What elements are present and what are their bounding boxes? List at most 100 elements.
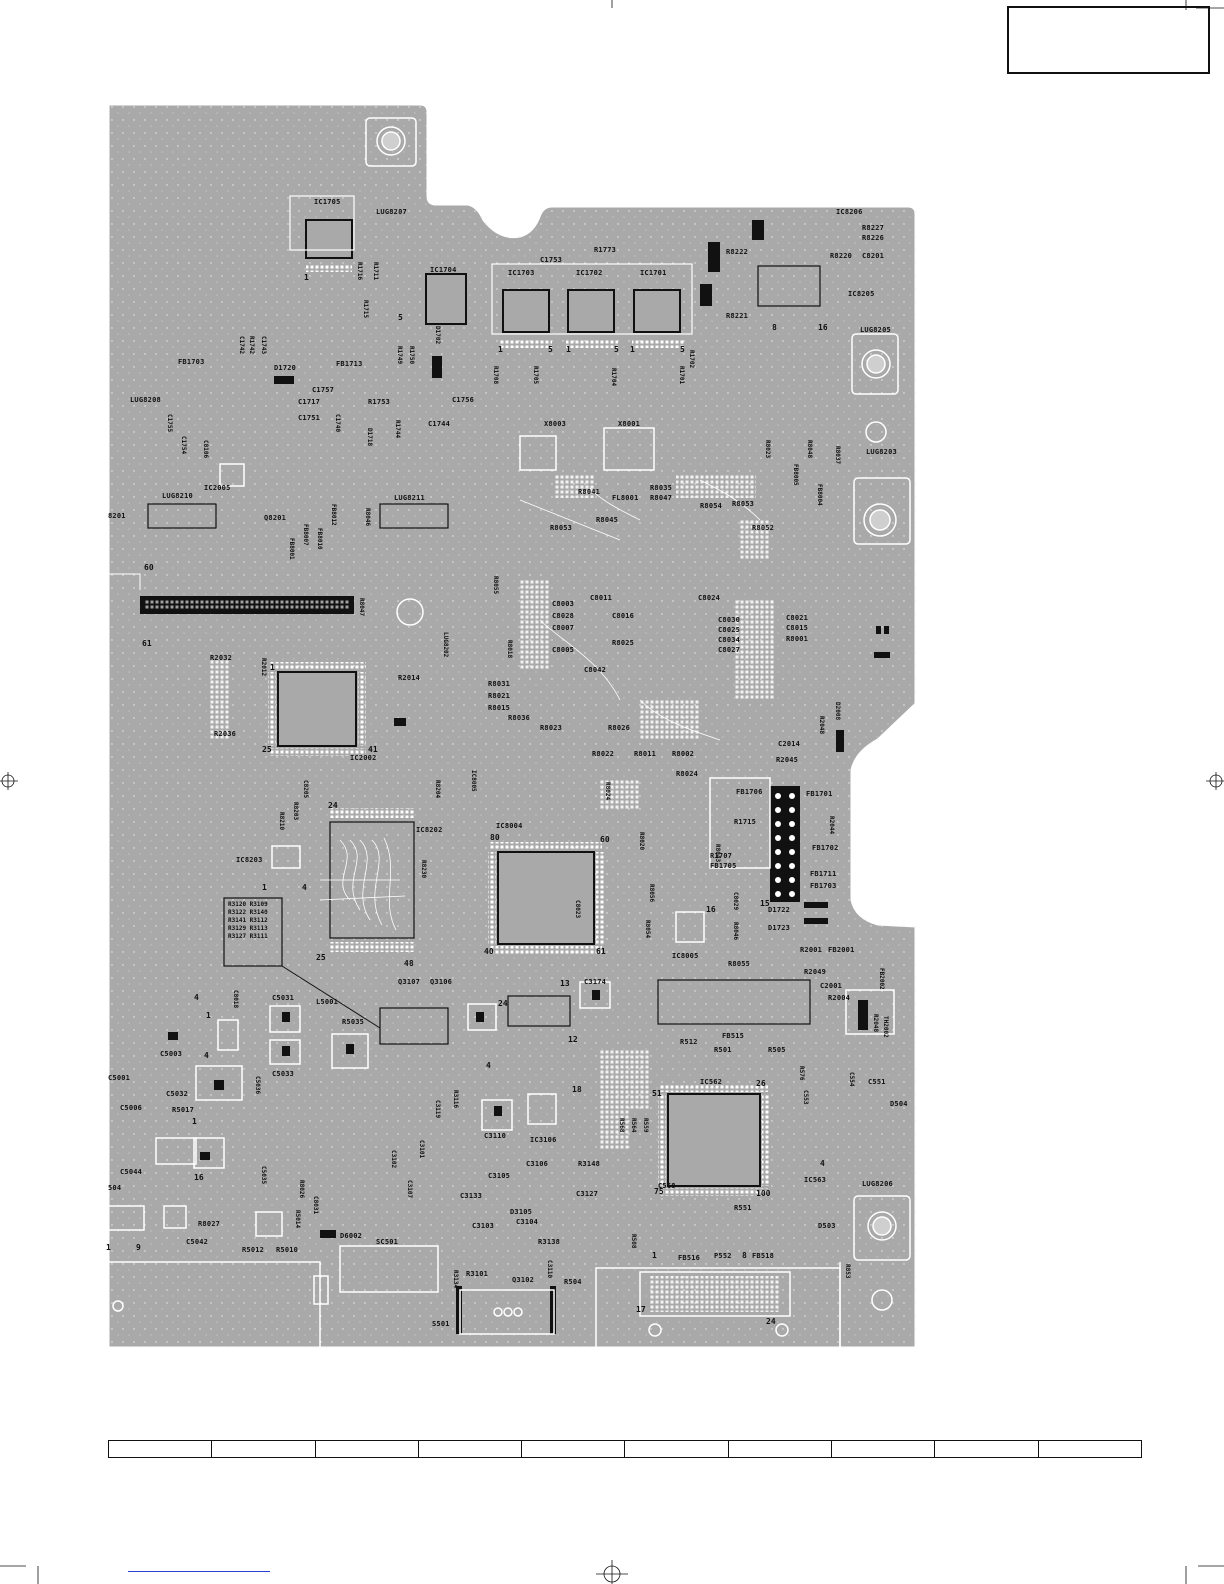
svg-text:1: 1	[270, 663, 275, 672]
svg-text:C8031: C8031	[312, 1196, 319, 1214]
svg-text:25: 25	[316, 953, 326, 962]
svg-text:R8041: R8041	[578, 488, 600, 496]
svg-text:100: 100	[756, 1189, 771, 1198]
label-ic8005: IC8005	[672, 952, 699, 960]
svg-text:Q3107: Q3107	[398, 978, 420, 986]
svg-text:R1753: R1753	[368, 398, 390, 406]
svg-text:C8011: C8011	[590, 594, 612, 602]
svg-text:R1744: R1744	[394, 420, 401, 438]
svg-text:C1751: C1751	[298, 414, 320, 422]
grid-cell	[935, 1441, 1039, 1457]
label-ic8203: IC8203	[236, 856, 263, 864]
svg-text:P552: P552	[714, 1252, 732, 1260]
svg-text:FL8001: FL8001	[612, 494, 639, 502]
svg-text:R8022: R8022	[592, 750, 614, 758]
svg-text:R2045: R2045	[776, 756, 798, 764]
svg-text:C3119: C3119	[434, 1100, 441, 1118]
svg-text:IC3106: IC3106	[530, 1136, 557, 1144]
svg-text:16: 16	[706, 905, 716, 914]
svg-text:R5017: R5017	[172, 1106, 194, 1114]
svg-text:FB2002: FB2002	[878, 968, 885, 990]
svg-text:FB515: FB515	[722, 1032, 744, 1040]
svg-text:R1707: R1707	[710, 852, 732, 860]
connector-box	[657, 979, 811, 1025]
svg-text:R3138: R3138	[538, 1238, 560, 1246]
svg-text:C551: C551	[868, 1078, 886, 1086]
svg-text:R2032: R2032	[210, 654, 232, 662]
svg-text:1: 1	[106, 1243, 111, 1252]
label-ic1703: IC1703	[508, 269, 535, 277]
label-ic2002: IC2002	[350, 754, 377, 762]
svg-text:C8030: C8030	[718, 616, 740, 624]
svg-text:R3101: R3101	[466, 1270, 488, 1278]
svg-text:41: 41	[368, 745, 378, 754]
label-ic1701: IC1701	[640, 269, 667, 277]
svg-text:5: 5	[548, 345, 553, 354]
svg-text:X8001: X8001	[618, 420, 640, 428]
svg-text:C8025: C8025	[718, 626, 740, 634]
svg-text:R8210: R8210	[278, 812, 285, 830]
svg-text:R2048: R2048	[818, 716, 825, 734]
svg-text:24: 24	[498, 999, 508, 1008]
ic8004-body	[497, 851, 595, 945]
svg-text:51: 51	[652, 1089, 662, 1098]
label-ic1704: IC1704	[430, 266, 457, 274]
svg-text:C5032: C5032	[166, 1090, 188, 1098]
svg-text:R2049: R2049	[804, 968, 826, 976]
svg-text:C3133: C3133	[460, 1192, 482, 1200]
svg-text:FB1701: FB1701	[806, 790, 833, 798]
svg-text:C5035: C5035	[260, 1166, 267, 1184]
svg-text:R8024: R8024	[676, 770, 698, 778]
pin-markers: 1 5 1 5 1 5 1 5 8 16 60 61 1 25 41 24 1 …	[106, 273, 828, 1326]
svg-text:60: 60	[144, 563, 154, 572]
svg-text:R8204: R8204	[434, 780, 441, 798]
svg-text:C5031: C5031	[272, 994, 294, 1002]
svg-text:C8106: C8106	[202, 440, 209, 458]
svg-text:R8053: R8053	[732, 500, 754, 508]
resistor-array-labels: R3120 R3109 R3122 R3140 R3141 R3112 R312…	[228, 901, 268, 940]
lug-top	[365, 117, 417, 167]
svg-text:C8027: C8027	[718, 646, 740, 654]
svg-text:26: 26	[756, 1079, 766, 1088]
svg-text:R551: R551	[734, 1204, 752, 1212]
svg-text:R8055: R8055	[492, 576, 499, 594]
svg-text:16: 16	[194, 1173, 204, 1182]
reference-grid	[108, 1440, 1142, 1458]
svg-text:C8201: C8201	[862, 252, 884, 260]
svg-text:R5014: R5014	[294, 1210, 301, 1228]
svg-text:R8020: R8020	[638, 832, 645, 850]
svg-text:16: 16	[818, 323, 828, 332]
svg-text:C8024: C8024	[698, 594, 720, 602]
grid-cell	[212, 1441, 316, 1457]
svg-text:D1702: D1702	[434, 326, 441, 344]
svg-text:C8023: C8023	[574, 900, 581, 918]
svg-text:R8047: R8047	[358, 598, 365, 616]
svg-text:R8015: R8015	[488, 704, 510, 712]
svg-text:40: 40	[484, 947, 494, 956]
svg-text:24: 24	[766, 1317, 776, 1326]
svg-text:25: 25	[262, 745, 272, 754]
svg-text:C1742: C1742	[238, 336, 245, 354]
svg-text:R8047: R8047	[650, 494, 672, 502]
svg-text:R8011: R8011	[634, 750, 656, 758]
svg-text:R8055: R8055	[728, 960, 750, 968]
lug-8206	[853, 1195, 911, 1261]
svg-text:Q3102: Q3102	[512, 1276, 534, 1284]
svg-text:R3122 R3140: R3122 R3140	[228, 909, 268, 916]
svg-text:C8005: C8005	[552, 646, 574, 654]
svg-text:FB1713: FB1713	[336, 360, 363, 368]
footer-link-underline[interactable]	[128, 1571, 270, 1572]
lug8210-pad	[147, 503, 217, 529]
svg-text:D2002: D2002	[858, 1006, 865, 1024]
svg-text:R5035: R5035	[342, 1018, 364, 1026]
ic8205-body	[757, 265, 821, 307]
svg-text:C3174: C3174	[584, 978, 606, 986]
svg-text:1: 1	[262, 883, 267, 892]
svg-text:FB1705: FB1705	[710, 862, 737, 870]
svg-text:1: 1	[630, 345, 635, 354]
svg-text:D1720: D1720	[274, 364, 296, 372]
svg-text:C3110: C3110	[484, 1132, 506, 1140]
svg-text:R8036: R8036	[508, 714, 530, 722]
